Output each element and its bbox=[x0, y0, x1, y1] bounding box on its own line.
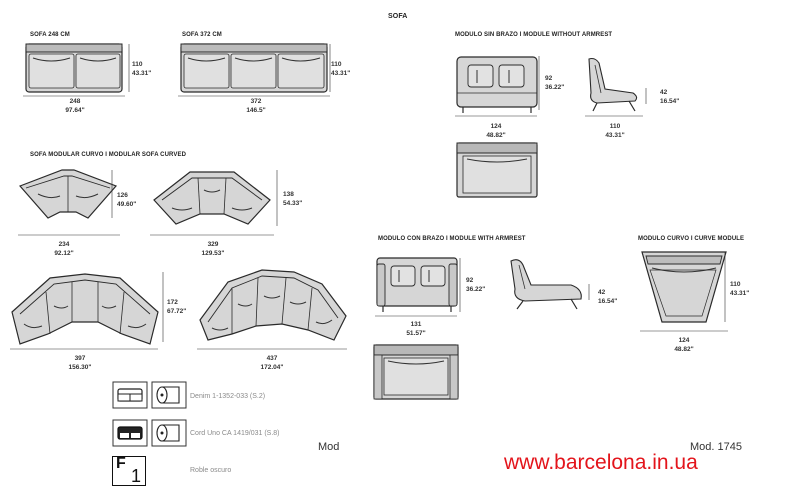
model-number-partial: Mod bbox=[318, 441, 340, 453]
curve-module-height-line bbox=[724, 252, 726, 322]
wood-finish-badge-letter: F bbox=[116, 455, 126, 472]
sofa-248-width-line bbox=[23, 95, 125, 97]
curved-sofa-a-drawing bbox=[18, 169, 118, 219]
module-without-armrest-side-width-line bbox=[585, 115, 643, 117]
wood-finish-badge-number: 1 bbox=[131, 466, 142, 486]
module-with-armrest-seat-line bbox=[588, 284, 590, 300]
curved-sofa-c-drawing bbox=[11, 273, 159, 345]
curved-sofa-b-width-line bbox=[150, 234, 274, 236]
sofa-372-label: SOFA 372 CM bbox=[182, 32, 222, 38]
module-without-armrest-label: MODULO SIN BRAZO I MODULE WITHOUT ARMRES… bbox=[455, 32, 613, 38]
curved-sofa-d-width-line bbox=[197, 348, 347, 350]
wood-finish-badge: F 1 bbox=[112, 456, 146, 486]
curved-sofa-b-height-line bbox=[276, 170, 278, 226]
material-cord: Cord Uno CA 1419/031 (S.8) bbox=[190, 430, 280, 437]
sofa-248-label: SOFA 248 CM bbox=[30, 32, 70, 38]
model-number: Mod. 1745 bbox=[690, 441, 742, 453]
sofa-icon bbox=[112, 381, 148, 409]
curve-module-drawing bbox=[641, 251, 727, 323]
module-without-armrest-seat-line bbox=[645, 88, 647, 104]
material-wood: Roble oscuro bbox=[190, 467, 232, 474]
module-without-armrest-top bbox=[456, 142, 538, 198]
curve-module-label: MODULO CURVO I CURVE MODULE bbox=[638, 236, 745, 242]
module-without-armrest-front-width-line bbox=[455, 115, 537, 117]
sofa-248-drawing bbox=[25, 43, 123, 93]
module-with-armrest-label: MODULO CON BRAZO I MODULE WITH ARMREST bbox=[378, 236, 526, 242]
module-with-armrest-height-line bbox=[459, 258, 461, 312]
website-link[interactable]: www.barcelona.in.ua bbox=[504, 451, 698, 474]
module-with-armrest-side bbox=[510, 259, 582, 310]
sofa-372-height-line bbox=[329, 44, 331, 92]
module-without-armrest-side bbox=[588, 57, 638, 112]
fabric-roll-icon-2 bbox=[151, 419, 187, 447]
sofa-248-height-line bbox=[128, 44, 130, 92]
curved-sofa-c-width-line bbox=[10, 348, 158, 350]
module-with-armrest-top bbox=[373, 344, 459, 400]
modular-curved-label: SOFA MODULAR CURVO I MODULAR SOFA CURVED bbox=[30, 152, 187, 158]
fabric-roll-icon bbox=[151, 381, 187, 409]
page-title: SOFA bbox=[388, 13, 408, 20]
curve-module-width-line bbox=[640, 330, 728, 332]
module-with-armrest-width-line bbox=[375, 315, 457, 317]
sofa-372-width-line bbox=[178, 95, 330, 97]
material-denim: Denim 1-1352-033 (S.2) bbox=[190, 393, 266, 400]
curved-sofa-b-drawing bbox=[153, 171, 271, 225]
curved-sofa-a-height-line bbox=[111, 170, 113, 218]
curved-sofa-c-height-line bbox=[162, 272, 164, 342]
module-with-armrest-front bbox=[376, 257, 458, 312]
sofa-dark-icon bbox=[112, 419, 148, 447]
curved-sofa-a-width-line bbox=[18, 234, 120, 236]
module-without-armrest-height-line bbox=[538, 56, 540, 110]
curved-sofa-d-drawing bbox=[199, 269, 347, 341]
sofa-372-drawing bbox=[180, 43, 328, 93]
module-without-armrest-front bbox=[456, 56, 538, 113]
